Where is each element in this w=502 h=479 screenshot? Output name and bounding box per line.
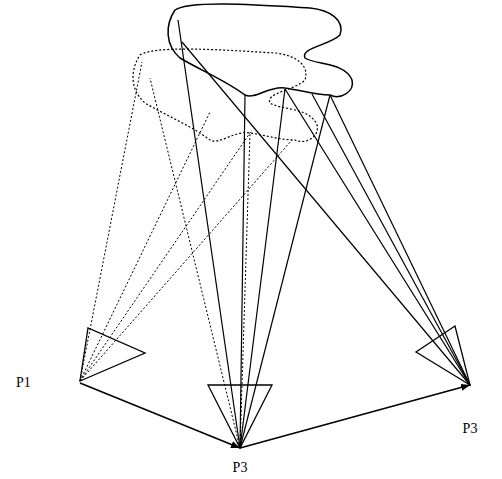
ray <box>240 95 330 448</box>
camera-label: P1 <box>16 375 80 391</box>
ray <box>240 95 245 448</box>
ray <box>80 62 142 381</box>
camera-motion-arrow <box>240 385 470 448</box>
camera-frustum <box>416 326 470 385</box>
camera-motion-arrow <box>80 383 240 448</box>
ray <box>285 89 470 385</box>
object-solid-outline <box>168 4 352 96</box>
camera-frustum <box>80 328 145 381</box>
ray <box>80 130 252 381</box>
camera-position: P3 <box>445 385 495 439</box>
camera-label: P3 <box>215 460 265 476</box>
ray <box>240 133 250 448</box>
ray <box>178 20 240 448</box>
ray <box>80 112 210 381</box>
solid-rays <box>178 20 470 448</box>
ray <box>80 140 292 381</box>
camera-position: P1 <box>10 373 80 393</box>
object-views <box>133 4 352 141</box>
camera-position: P3 <box>215 448 265 476</box>
camera-label: P3 <box>445 421 495 437</box>
ray <box>330 95 470 385</box>
dotted-rays <box>80 62 292 448</box>
ray <box>240 89 285 448</box>
ray <box>312 94 470 385</box>
ray <box>182 42 470 385</box>
cameras <box>80 326 470 448</box>
